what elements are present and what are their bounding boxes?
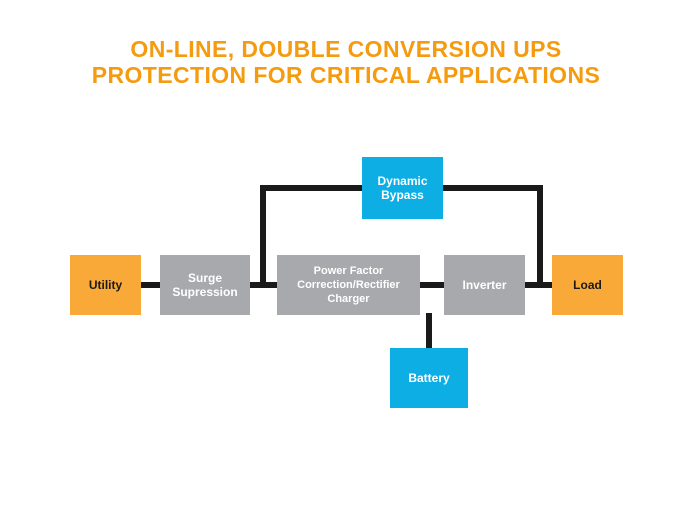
connector-bypass-left-horizontal bbox=[260, 185, 364, 191]
block-dynamic-bypass-label: Dynamic Bypass bbox=[377, 174, 428, 202]
block-dynamic-bypass: Dynamic Bypass bbox=[362, 157, 443, 219]
block-utility: Utility bbox=[70, 255, 141, 315]
block-surge-supression-label: Surge Supression bbox=[172, 271, 238, 299]
page-title: ON-LINE, DOUBLE CONVERSION UPS PROTECTIO… bbox=[91, 36, 601, 88]
block-inverter: Inverter bbox=[444, 255, 525, 315]
connector-pfc-to-inverter bbox=[419, 282, 446, 288]
block-inverter-label: Inverter bbox=[462, 278, 507, 292]
block-surge-supression: Surge Supression bbox=[160, 255, 250, 315]
block-power-factor-correction-label: Power Factor Correction/Rectifier Charge… bbox=[297, 265, 400, 305]
block-load: Load bbox=[552, 255, 623, 315]
connector-utility-to-surge bbox=[140, 282, 162, 288]
connector-bypass-left-vertical bbox=[260, 185, 266, 285]
connector-bus-to-battery bbox=[426, 313, 432, 350]
block-utility-label: Utility bbox=[88, 278, 123, 292]
block-power-factor-correction: Power Factor Correction/Rectifier Charge… bbox=[277, 255, 420, 315]
connector-inverter-to-load bbox=[524, 282, 554, 288]
connector-bypass-right-vertical bbox=[537, 185, 543, 285]
connector-surge-to-pfc bbox=[249, 282, 279, 288]
block-battery: Battery bbox=[390, 348, 468, 408]
connector-bypass-right-horizontal bbox=[441, 185, 543, 191]
block-load-label: Load bbox=[573, 278, 602, 292]
block-battery-label: Battery bbox=[408, 371, 450, 385]
